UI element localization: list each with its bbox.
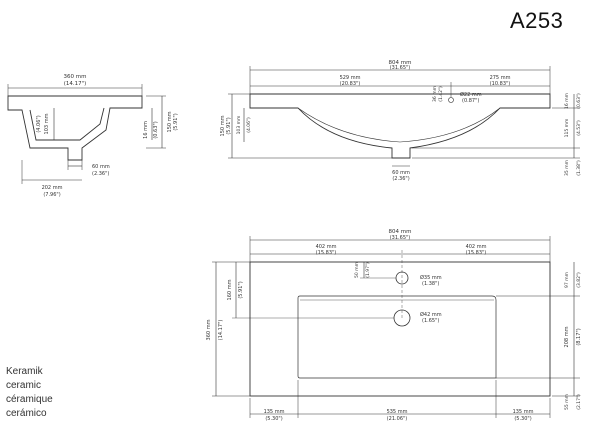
front-width-in: (31.65") [390,65,411,71]
top-bowl-depth-mm: 208 mm [564,326,570,347]
top-view-outline [249,261,551,397]
top-half-left-mm: 402 mm [316,244,337,250]
top-to-drain-in: (5.91") [238,281,244,298]
side-drain-mm: 60 mm [92,164,110,170]
side-height-in: (5.91") [173,113,179,130]
top-drain-hole-in: (1.65") [422,318,439,324]
top-bowl-width-in: (21.06") [387,416,408,422]
front-right-seg-mm: 275 mm [490,75,511,81]
front-view-outline [249,93,551,159]
top-depth-mm: 360 mm [206,319,212,340]
top-front-margin-mm: 55 mm [564,394,570,410]
top-left-margin-in: (5.30") [265,416,282,422]
top-view-bowl [297,295,497,379]
top-half-right-mm: 402 mm [466,244,487,250]
side-view-bowl [29,107,105,141]
top-back-margin-in: (3.82") [576,272,582,288]
top-front-margin-in: (2.17") [576,394,582,410]
top-width-mm: 804 mm [389,229,412,235]
material-label-fr: céramique [6,394,53,405]
top-tap-hole-in: (1.38") [422,281,439,287]
side-offset-mm: 202 mm [42,185,63,191]
side-depth-a-in: (4.06") [36,115,42,132]
side-view-outline [7,95,143,161]
front-drain-height-in: (1.38") [576,160,582,176]
side-width-mm: 360 mm [64,74,87,80]
top-half-left-in: (15.83") [316,250,337,256]
top-bowl-depth-in: (8.17") [576,328,582,345]
front-bowl-depth-in: (4.06") [246,117,252,133]
side-width-in: (14.17") [64,81,87,87]
top-tap-hole-mm: Ø35 mm [420,274,442,281]
front-rim-in: (0.63") [576,93,582,109]
front-bowl-depth-mm: 103 mm [236,116,242,135]
top-right-margin-in: (5.30") [514,416,531,422]
top-to-drain-mm: 160 mm [227,279,233,300]
material-label-de: Keramik [6,366,43,377]
front-rim-mm: 16 mm [564,93,570,109]
top-bowl-width-mm: 535 mm [387,409,408,415]
front-view-bowl [297,107,501,143]
front-width-mm: 804 mm [389,60,412,66]
top-tap-offset-in: (1.97") [365,262,371,278]
side-drain-in: (2.36") [92,171,109,177]
front-right-seg-in: (10.83") [490,81,511,87]
top-back-margin-mm: 97 mm [564,272,570,288]
top-left-margin-mm: 135 mm [264,409,285,415]
front-left-seg-mm: 529 mm [340,75,361,81]
front-drain-height-mm: 35 mm [564,160,570,176]
front-drain-width-mm: 60 mm [392,170,410,176]
front-inner-depth-mm: 115 mm [564,119,570,138]
side-rim-in: (0.63") [153,121,159,138]
top-tap-offset-mm: 50 mm [354,262,360,278]
top-drain-hole-mm: Ø42 mm [420,311,442,318]
front-hole-depth-mm: 36 mm [432,86,438,102]
front-hole-dia-in: (0.87") [462,98,479,104]
front-inner-depth-in: (4.53") [576,120,582,136]
front-left-seg-in: (20.83") [340,81,361,87]
top-view [212,236,580,418]
top-depth-in: (14.17") [218,320,224,341]
top-half-right-in: (15.83") [466,250,487,256]
front-drain-width-in: (2.36") [392,176,409,182]
side-height-mm: 150 mm [167,111,173,132]
front-hole-depth-in: (1.42") [438,86,444,102]
material-label-en: ceramic [6,380,42,391]
side-depth-a-mm: 103 mm [44,113,50,134]
side-view [7,84,166,184]
top-width-in: (31.65") [390,235,411,241]
material-label-es: cerámico [6,408,47,419]
side-rim-mm: 16 mm [143,121,149,139]
front-view [228,66,580,167]
front-hole-dia-mm: Ø22 mm [460,91,482,98]
side-offset-in: (7.96") [43,192,60,198]
front-height-mm: 150 mm [220,115,226,136]
front-height-in: (5.91") [226,117,232,134]
model-number: A253 [510,8,564,33]
top-right-margin-mm: 135 mm [513,409,534,415]
